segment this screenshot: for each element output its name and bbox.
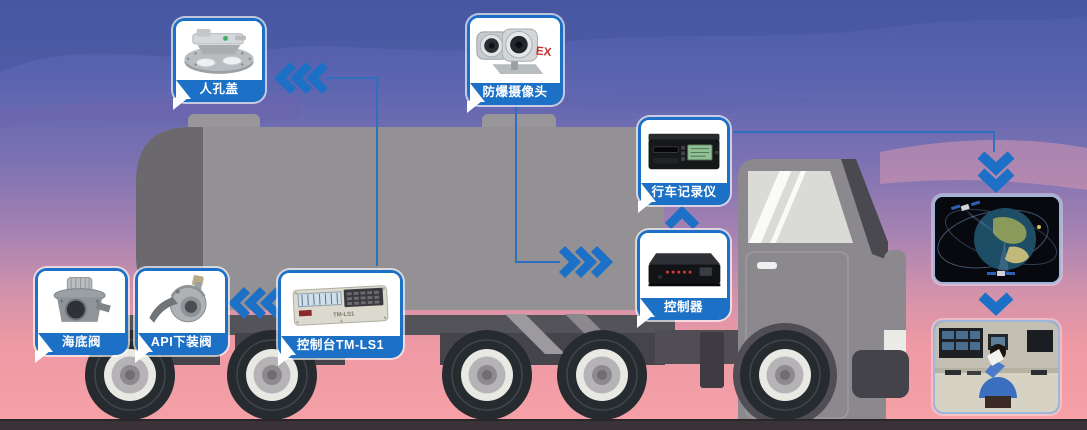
chevrons-down-satellite — [977, 151, 1015, 193]
callout-label-manhole-cover: 人孔盖 — [176, 80, 262, 99]
satellite-icon — [950, 200, 981, 212]
callout-control-console: TM-LS1 控制台TM-LS1 — [278, 270, 403, 358]
control-console-photo: TM-LS1 — [281, 273, 400, 336]
chevron-up-controller — [664, 205, 700, 230]
chevron-down-control-room — [978, 292, 1014, 316]
road-edge — [0, 419, 1087, 421]
recorder-illustration — [648, 133, 720, 170]
monitoring-center-photo — [933, 320, 1060, 414]
callout-explosion-proof-camera: EX 防爆摄像头 — [467, 15, 563, 105]
chevrons-left-manhole — [273, 61, 329, 95]
driving-recorder-photo — [641, 120, 727, 183]
callout-driving-recorder: 行车记录仪 — [638, 117, 730, 205]
satellite-illustration — [935, 197, 1059, 282]
wheel-4 — [556, 329, 648, 421]
callout-label-bottom-valve: 海底阀 — [38, 333, 125, 352]
callout-label-console: 控制台TM-LS1 — [281, 336, 400, 355]
cab-door-handle — [757, 262, 777, 269]
satellite-icon-2 — [987, 271, 1015, 276]
controller-photo — [640, 233, 727, 298]
callout-api-loading-valve: API下装阀 — [135, 268, 228, 355]
callout-label-camera: 防爆摄像头 — [470, 83, 560, 102]
callout-controller: 控制器 — [637, 230, 730, 320]
controller-illustration — [648, 253, 721, 287]
road — [0, 419, 1087, 430]
api-loading-valve-photo — [138, 271, 225, 333]
chevrons-right-camera — [558, 245, 614, 279]
manhole-cover-illustration — [184, 29, 254, 74]
tank-end-cap — [136, 127, 203, 310]
cab-front-step — [884, 250, 906, 346]
control-room-illustration — [935, 322, 1058, 412]
api-valve-illustration — [149, 275, 207, 323]
mud-flap — [700, 332, 724, 388]
cab-front-bumper — [852, 350, 909, 398]
camera-illustration: EX — [476, 28, 552, 74]
tank-body — [136, 127, 664, 310]
connector-camera-to-controller — [515, 105, 560, 263]
callout-bottom-valve: 海底阀 — [35, 268, 128, 355]
satellite-network-photo — [933, 195, 1061, 284]
connector-recorder-to-satellite — [733, 131, 995, 152]
connectors — [227, 61, 1015, 320]
callout-label-controller: 控制器 — [640, 298, 727, 317]
bottom-valve-illustration — [53, 276, 111, 322]
operator-figure — [979, 344, 1017, 408]
explosion-proof-camera-photo: EX — [470, 18, 560, 83]
ex-badge: EX — [535, 44, 552, 59]
callout-label-api-valve: API下装阀 — [138, 333, 225, 352]
callout-manhole-cover: 人孔盖 — [173, 18, 265, 102]
console-illustration: TM-LS1 — [292, 285, 389, 326]
manhole-cover-photo — [176, 21, 262, 80]
connector-manhole-to-console — [326, 77, 378, 266]
cab-front-pillar — [841, 159, 888, 260]
chevrons-left-console — [227, 286, 283, 320]
console-device-marking: TM-LS1 — [333, 311, 355, 318]
bottom-valve-photo — [38, 271, 125, 333]
windshield-reflections — [748, 171, 809, 243]
wheel-3 — [441, 329, 533, 421]
callout-label-recorder: 行车记录仪 — [641, 183, 727, 202]
cab-front-light — [884, 330, 906, 352]
wheel-5 — [739, 329, 831, 421]
